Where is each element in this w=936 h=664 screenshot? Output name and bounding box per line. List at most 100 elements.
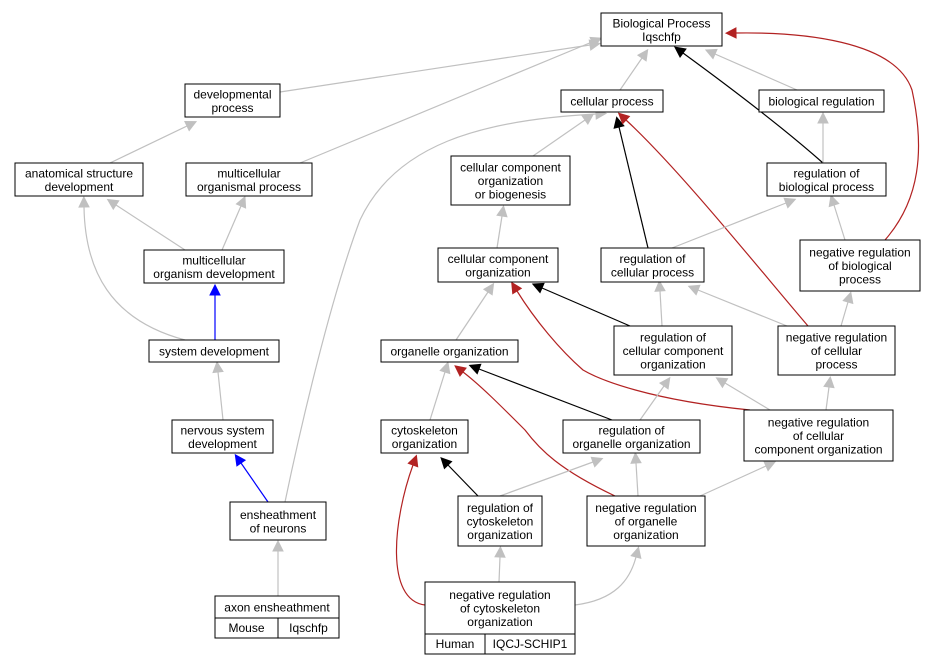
edge-neg_reg_bp-to-reg_bp xyxy=(828,194,846,241)
edge-multi_dev-to-multi_proc xyxy=(221,195,247,251)
arrowhead-icon xyxy=(184,120,198,132)
arrowhead-icon xyxy=(440,457,453,470)
arrowhead-icon xyxy=(724,27,737,39)
arrowhead-icon xyxy=(617,112,631,125)
edge-line xyxy=(682,52,824,164)
term-box xyxy=(185,162,313,197)
edge-line xyxy=(639,385,665,421)
edge-org_org-to-cco xyxy=(455,282,495,341)
cell-label: Mouse xyxy=(228,621,264,635)
term-label-line: axon ensheathment xyxy=(224,601,330,615)
term-label-line: organelle organization xyxy=(572,437,690,451)
edge-sys_dev-to-anat_dev xyxy=(78,195,186,341)
edge-line xyxy=(217,371,224,421)
term-box xyxy=(14,162,144,197)
term-label-line: process xyxy=(815,358,857,372)
arrowhead-icon xyxy=(468,363,482,375)
term-box xyxy=(613,325,733,376)
term-node-bio-reg[interactable]: biological regulation xyxy=(758,89,885,113)
edge-line xyxy=(478,368,613,421)
arrowhead-icon xyxy=(212,360,224,374)
term-label-line: of cytoskeleton xyxy=(460,602,540,616)
edge-line xyxy=(109,125,188,164)
edge-line xyxy=(735,32,920,241)
edge-line xyxy=(462,371,616,497)
arrowhead-icon xyxy=(209,283,221,296)
edge-multi_dev-to-anat_dev xyxy=(106,198,186,251)
edges-layer xyxy=(78,27,920,606)
edge-reg_cp-to-cell_proc xyxy=(613,116,649,249)
term-box xyxy=(380,419,469,454)
edge-line xyxy=(429,371,446,421)
term-box xyxy=(600,12,723,47)
arrowhead-icon xyxy=(674,46,687,58)
edge-line xyxy=(496,215,503,249)
term-label-line: process xyxy=(839,273,881,287)
edge-cell_proc-to-bp xyxy=(619,48,649,91)
term-label-line: biological process xyxy=(779,180,874,194)
term-label-line: or biogenesis xyxy=(475,188,546,202)
term-label-line: regulation of xyxy=(793,166,860,180)
arrowhead-icon xyxy=(828,194,840,208)
term-node-sys-dev[interactable]: system development xyxy=(148,339,280,363)
edge-reg_bp-to-bio_reg xyxy=(817,111,829,163)
term-node-cell-proc[interactable]: cellular process xyxy=(560,89,664,113)
edge-neg_reg_cyto-to-reg_cyto xyxy=(494,545,506,583)
term-node-org-org[interactable]: organelle organization xyxy=(380,339,519,363)
term-label-line: regulation of xyxy=(467,501,534,515)
term-label-line: development xyxy=(188,437,257,451)
gene-cell: Iqschfp xyxy=(277,617,340,639)
term-label-line: organization xyxy=(467,528,532,542)
edge-line xyxy=(635,462,639,497)
edge-line xyxy=(541,287,631,327)
edge-reg_cco-to-cco xyxy=(531,282,631,327)
term-box xyxy=(777,325,896,376)
edge-line xyxy=(83,206,186,341)
arrowhead-icon xyxy=(234,453,247,467)
term-box xyxy=(437,247,559,283)
arrowhead-icon xyxy=(78,195,90,208)
edge-neg_reg_cco-to-reg_cco xyxy=(715,377,771,411)
arrowhead-icon xyxy=(581,113,595,126)
edge-neg_reg_cco-to-neg_reg_cp xyxy=(823,375,835,411)
edge-bio_reg-to-bp xyxy=(704,48,798,91)
edge-line xyxy=(618,126,649,249)
term-label-line: developmental xyxy=(193,87,271,101)
gene-cell: IQCJ-SCHIP1 xyxy=(484,633,576,655)
arrowhead-icon xyxy=(494,545,506,558)
edge-neg_reg_bp-to-bp xyxy=(724,27,920,241)
term-label-line: organization xyxy=(640,358,705,372)
edge-enshe-to-ns_dev xyxy=(234,453,269,503)
edge-line xyxy=(625,119,809,327)
arrowhead-icon xyxy=(763,460,777,472)
term-label-line: Biological Process xyxy=(612,16,710,30)
term-label-line: Iqschfp xyxy=(642,30,681,44)
edge-line xyxy=(697,289,788,327)
arrowhead-icon xyxy=(511,281,523,295)
edge-multi_proc-to-bp xyxy=(299,36,603,164)
edge-dev_proc-to-bp xyxy=(279,39,601,93)
edge-axon-to-enshe xyxy=(272,539,284,596)
